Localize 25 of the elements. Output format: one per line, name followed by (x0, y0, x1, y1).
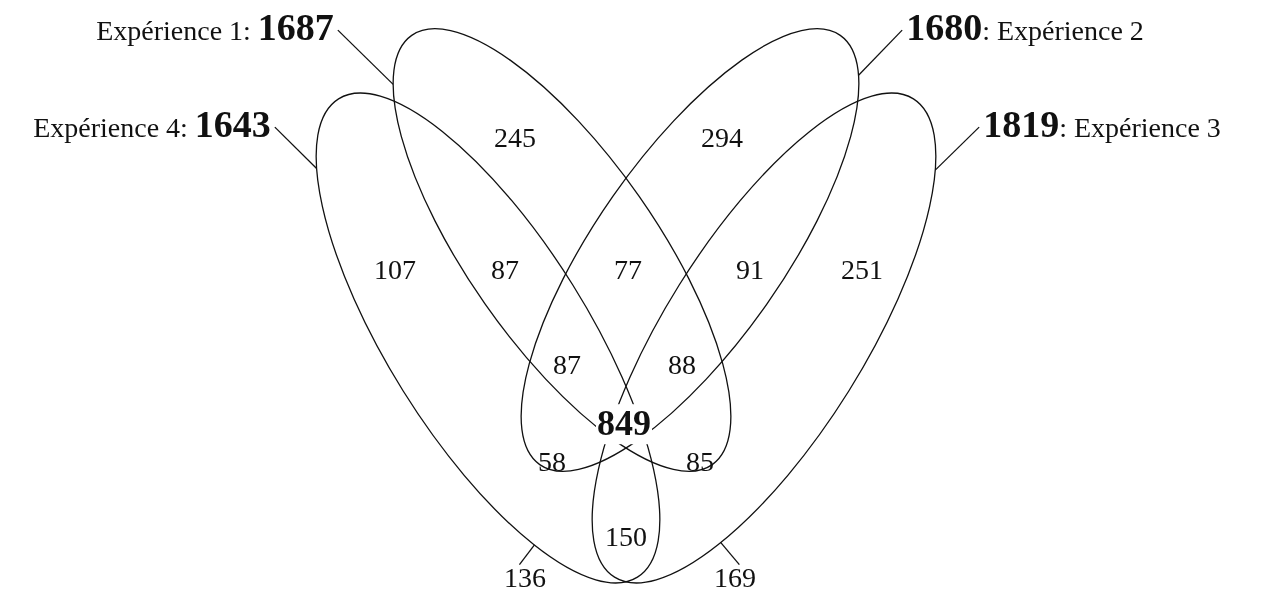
leader-line (274, 126, 318, 170)
set-label: Expérience 4: 1643 (33, 104, 271, 146)
leader-line (934, 126, 980, 171)
count-label: 91 (736, 254, 764, 286)
count-label: 107 (374, 254, 416, 286)
leader-line (857, 29, 903, 76)
count-label: 87 (553, 349, 581, 381)
leader-line (719, 541, 740, 566)
count-label: 58 (538, 446, 566, 478)
count-label: 245 (494, 122, 536, 154)
set-label: 1680: Expérience 2 (906, 7, 1144, 49)
count-label: 849 (596, 404, 652, 444)
count-label: 251 (841, 254, 883, 286)
count-label: 294 (701, 122, 743, 154)
set-label: Expérience 1: 1687 (96, 7, 334, 49)
count-label: 169 (714, 562, 756, 594)
leader-line (337, 29, 394, 85)
count-label: 88 (668, 349, 696, 381)
set-label: 1819: Expérience 3 (983, 104, 1221, 146)
count-label: 77 (614, 254, 642, 286)
count-label: 136 (504, 562, 546, 594)
count-label: 85 (686, 446, 714, 478)
count-label: 87 (491, 254, 519, 286)
count-label: 150 (605, 521, 647, 553)
leader-line (518, 544, 536, 566)
